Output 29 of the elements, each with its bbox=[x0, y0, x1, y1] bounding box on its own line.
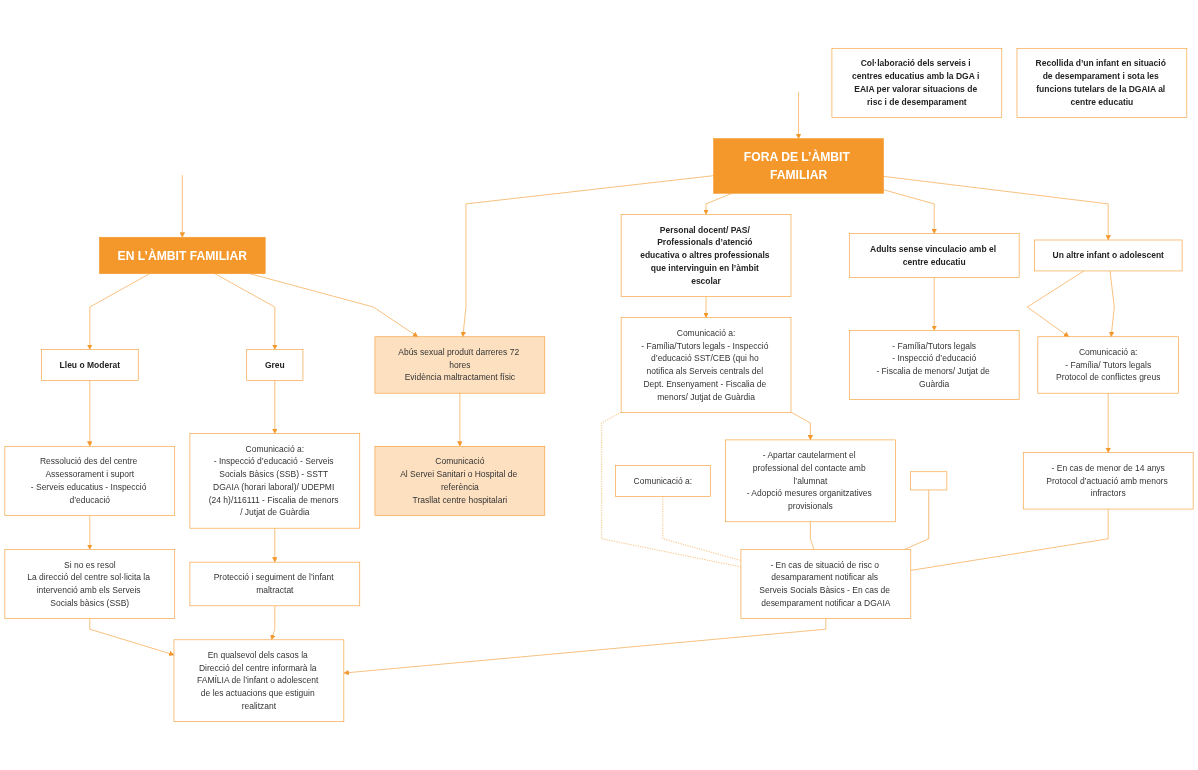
node-box: Comunicació a: - Inspecció d’educació - Serveis Socials Bàsics (SSB) - SSTT DGAIA (horari laboral)/ UDEPMI (24 h)/116111 - Fiscalia de menors / Jutjat de Guàrdia bbox=[189, 433, 361, 529]
connector bbox=[910, 508, 1109, 571]
node-box: FORA DE L’ÀMBIT FAMILIAR bbox=[713, 138, 884, 194]
node-box: Comunicació a: - Família/ Tutors legals Protocol de conflictes greus bbox=[1037, 336, 1179, 394]
node-box: Protecció i seguiment de l’infant maltractat bbox=[189, 561, 361, 607]
node-box: Abús sexual produït darreres 72 hores Evidència maltractament físic bbox=[374, 336, 546, 394]
node-box: Adults sense vinculacio amb el centre educatiu bbox=[848, 233, 1020, 278]
node-box: En qualsevol dels casos la Direcció del centre informarà la FAMÍLIA de l’infant o adolescent de les actuacions que estiguin realitzant bbox=[173, 639, 345, 722]
node-box: EN L’ÀMBIT FAMILIAR bbox=[99, 236, 266, 274]
node-box: - Apartar cautelarment el professional del contacte amb l’alumnat - Adopció mesures organitzatives provisionals bbox=[725, 439, 896, 523]
node-box: Ressolució des del centre Assessorament i suport - Serveis educatius - Inspecció d’educació bbox=[4, 445, 176, 516]
connector bbox=[810, 521, 815, 550]
node-box: - Família/Tutors legals - Inspecció d’educació - Fiscalia de menors/ Jutjat de Guàrdia bbox=[848, 330, 1020, 400]
connector bbox=[904, 489, 929, 550]
node-box: Greu bbox=[246, 349, 304, 381]
node-box: - En cas de menor de 14 anys Protocol d’actuació amb menors infractors bbox=[1022, 452, 1194, 510]
node-box: Comunicació Al Servei Sanitari o Hospital de referència Trasllat centre hospitalari bbox=[374, 445, 546, 516]
node-box: Comunicació a: - Família/Tutors legals - Inspecció d’educació SST/CEB (qui ho notifica als Serveis centrals del Dept. Ensenyament - Fiscalia de menors/ Jutjat de Guàrdia bbox=[620, 317, 792, 413]
node-box bbox=[910, 471, 948, 491]
node-box: Col·laboració dels serveis i centres educatius amb la DGA i EAIA per valorar situacions de risc i de desemparament bbox=[831, 48, 1003, 118]
node-box: Personal docent/ PAS/ Professionals d’atenció educativa o altres professionals que intervinguin en l’àmbit escolar bbox=[620, 214, 792, 297]
node-box: - En cas de situació de risc o desamparament notificar als Serveis Socials Bàsics - En cas de desemparament notificar a DGAIA bbox=[740, 549, 912, 619]
connector bbox=[601, 411, 742, 568]
node-box: Comunicació a: bbox=[615, 465, 711, 497]
node-box: Un altre infant o adolescent bbox=[1034, 239, 1183, 272]
node-box: Si no es resol La direcció del centre sol·licita la intervenció amb els Serveis Socials bàsics (SSB) bbox=[4, 549, 176, 619]
node-box: Lleu o Moderat bbox=[41, 349, 139, 381]
connector bbox=[662, 496, 742, 561]
node-box: Recollida d’un infant en situació de desemparament i sota les funcions tutelars de la DGAIA al centre educatiu bbox=[1016, 48, 1188, 118]
